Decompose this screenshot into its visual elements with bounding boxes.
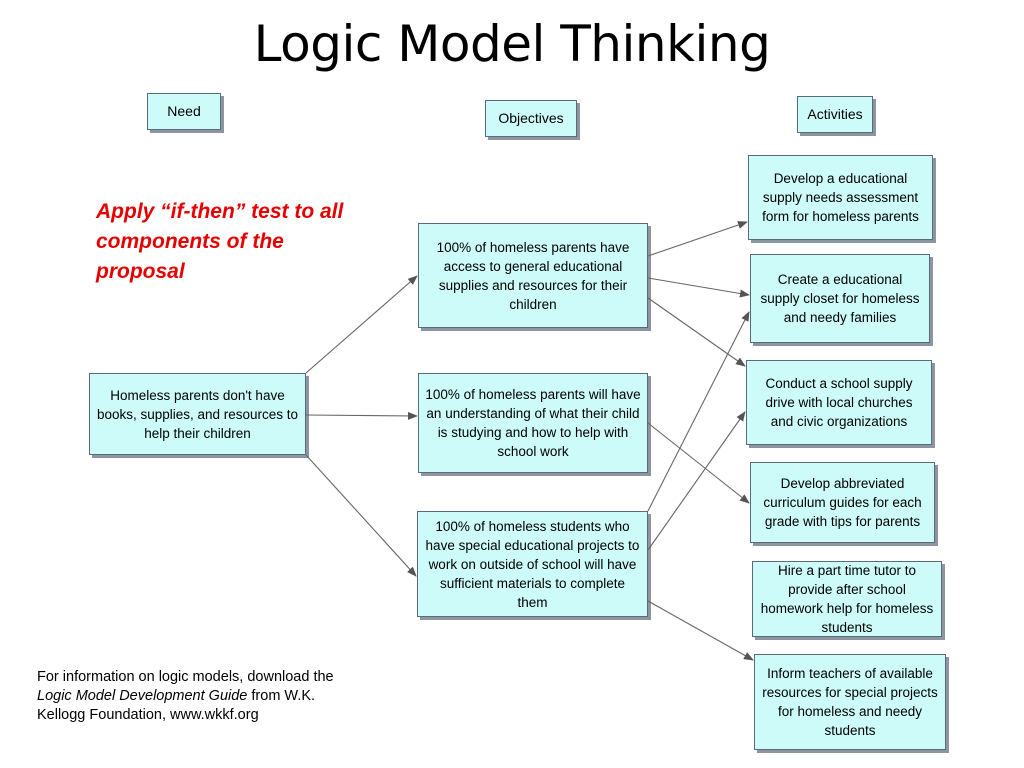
objective-box: 100% of homeless parents will have an un…	[418, 373, 648, 473]
objectives-header-label: Objectives	[498, 110, 564, 126]
activity-box: Hire a part time tutor to provide after …	[752, 561, 942, 637]
footer-text-1: For information on logic models, downloa…	[37, 669, 334, 685]
need-box: Homeless parents don't have books, suppl…	[89, 373, 306, 455]
activities-header-label: Activities	[807, 106, 863, 122]
arrow-objective-3-to-activity-2	[647, 311, 750, 512]
arrow-need-to-objective-3	[305, 454, 417, 577]
arrow-objective-1-to-activity-3	[647, 297, 746, 367]
activity-text: Develop a educational supply needs asses…	[762, 171, 919, 224]
need-header: Need	[147, 93, 221, 130]
objective-text: 100% of homeless parents will have an un…	[425, 387, 641, 459]
activity-text: Inform teachers of available resources f…	[762, 666, 938, 738]
arrow-need-to-objective-2	[305, 411, 418, 420]
activity-box: Develop a educational supply needs asses…	[748, 155, 933, 240]
arrow-objective-3-to-activity-3	[647, 411, 746, 551]
activity-box: Conduct a school supply drive with local…	[746, 360, 932, 445]
objective-box: 100% of homeless students who have speci…	[417, 511, 648, 617]
objectives-header: Objectives	[485, 100, 577, 137]
arrow-objective-2-to-activity-4	[647, 422, 750, 504]
objective-text: 100% of homeless parents have access to …	[436, 239, 630, 312]
page-title: Logic Model Thinking	[253, 15, 771, 73]
activity-box: Create a educational supply closet for h…	[750, 254, 930, 343]
need-text: Homeless parents don't have books, suppl…	[96, 387, 299, 441]
arrow-objective-1-to-activity-2	[647, 277, 750, 298]
activities-header: Activities	[797, 96, 873, 133]
footer-text-2: from W.K. Kellogg Foundation, www.wkkf.o…	[37, 688, 316, 723]
arrow-objective-3-to-activity-6	[647, 600, 754, 661]
activity-box: Develop abbreviated curriculum guides fo…	[750, 462, 935, 543]
if-then-note: Apply “if-then” test to all components o…	[96, 200, 344, 283]
activity-box: Inform teachers of available resources f…	[754, 654, 946, 750]
need-header-label: Need	[167, 103, 201, 119]
footer-guide-title: Logic Model Development Guide	[37, 688, 248, 704]
activity-text: Develop abbreviated curriculum guides fo…	[763, 476, 922, 529]
objective-box: 100% of homeless parents have access to …	[418, 223, 648, 328]
activity-text: Conduct a school supply drive with local…	[765, 376, 913, 429]
footer-note: For information on logic models, downloa…	[37, 668, 367, 725]
arrow-need-to-objective-1	[305, 275, 418, 374]
activity-text: Create a educational supply closet for h…	[760, 272, 920, 325]
activity-text: Hire a part time tutor to provide after …	[760, 563, 934, 635]
arrow-objective-1-to-activity-1	[647, 221, 748, 257]
objective-text: 100% of homeless students who have speci…	[425, 518, 640, 610]
